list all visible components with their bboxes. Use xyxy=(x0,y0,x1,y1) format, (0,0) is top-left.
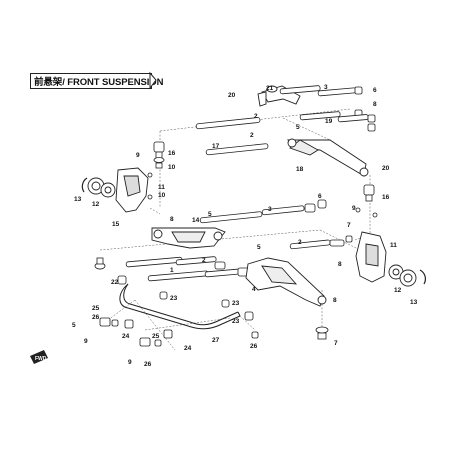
callout-2d: 2 xyxy=(202,257,206,264)
upper-ball-joint-right xyxy=(355,184,378,218)
callout-9c: 9 xyxy=(84,338,88,345)
callout-10b: 10 xyxy=(158,192,166,199)
callout-8: 8 xyxy=(373,101,377,108)
pivot-shafts-mid xyxy=(199,199,353,250)
stabilizer-bar xyxy=(119,283,241,330)
callout-18: 18 xyxy=(296,166,304,173)
callout-16b: 16 xyxy=(382,194,390,201)
lower-a-arm-right xyxy=(245,257,327,307)
callout-11: 11 xyxy=(158,184,165,191)
callout-6: 6 xyxy=(373,87,377,94)
callout-8c: 8 xyxy=(338,261,342,268)
callout-7b: 7 xyxy=(334,340,338,347)
callout-16: 16 xyxy=(168,150,176,157)
diagram-title: 前悬架/ FRONT SUSPENSION xyxy=(34,77,164,88)
callout-9: 9 xyxy=(136,152,140,159)
callout-2c: 2 xyxy=(298,239,302,246)
callout-26: 26 xyxy=(92,314,100,321)
callout-26c: 26 xyxy=(250,343,258,350)
callout-24: 24 xyxy=(122,333,130,340)
callout-26b: 26 xyxy=(144,361,152,368)
callout-7: 7 xyxy=(347,222,351,229)
callout-labels: 20 21 3 6 8 19 2 17 5 2 18 20 16 9 10 13… xyxy=(72,84,418,368)
callout-15: 15 xyxy=(112,221,120,228)
callout-5b: 5 xyxy=(208,211,212,218)
callout-6b: 6 xyxy=(318,193,322,200)
callout-12: 12 xyxy=(92,201,100,208)
callout-19: 19 xyxy=(325,118,333,125)
lower-ball-joints xyxy=(94,257,329,340)
callout-20: 20 xyxy=(228,92,236,99)
callout-9b: 9 xyxy=(352,205,356,212)
callout-10: 10 xyxy=(168,164,176,171)
callout-5: 5 xyxy=(296,124,300,131)
callout-23c: 23 xyxy=(232,318,240,325)
callout-14: 14 xyxy=(192,217,200,224)
callout-8d: 8 xyxy=(333,297,337,304)
title-box-tip xyxy=(149,71,157,90)
callout-5d: 5 xyxy=(72,322,76,329)
callout-2: 2 xyxy=(254,113,258,120)
upper-ball-joint-left xyxy=(147,141,165,200)
callout-24b: 24 xyxy=(184,345,192,352)
forward-marker-label: FWD xyxy=(35,356,47,362)
callout-3b: 3 xyxy=(268,206,272,213)
right-steering-knuckle xyxy=(355,231,426,287)
callout-21: 21 xyxy=(266,85,274,92)
lower-a-arm-left xyxy=(151,227,226,249)
callout-23: 23 xyxy=(170,295,178,302)
bushing-sleeves-top xyxy=(279,85,376,132)
callout-4: 4 xyxy=(252,286,256,293)
upper-a-arm-18 xyxy=(286,138,369,177)
callout-22: 22 xyxy=(111,279,119,286)
pivot-shafts-lower xyxy=(125,256,251,282)
callout-3: 3 xyxy=(324,84,328,91)
left-steering-knuckle xyxy=(81,167,149,213)
callout-2b: 2 xyxy=(250,132,254,139)
callout-8b: 8 xyxy=(170,216,174,223)
callout-25: 25 xyxy=(92,305,100,312)
callout-1: 1 xyxy=(170,267,174,274)
callout-23b: 23 xyxy=(232,300,240,307)
callout-17: 17 xyxy=(212,143,220,150)
callout-11b: 11 xyxy=(390,242,397,249)
callout-25b: 25 xyxy=(152,333,160,340)
callout-20b: 20 xyxy=(382,165,390,172)
upper-a-arm-top xyxy=(257,85,301,107)
sway-bar-brackets xyxy=(99,275,259,347)
callout-13b: 13 xyxy=(410,299,418,306)
callout-5c: 5 xyxy=(257,244,261,251)
pivot-shafts-upper-left xyxy=(195,117,269,156)
callout-9d: 9 xyxy=(128,359,132,366)
callout-12b: 12 xyxy=(394,287,402,294)
callout-27: 27 xyxy=(212,337,220,344)
forward-direction-arrow: FWD xyxy=(30,350,48,364)
callout-13: 13 xyxy=(74,196,82,203)
